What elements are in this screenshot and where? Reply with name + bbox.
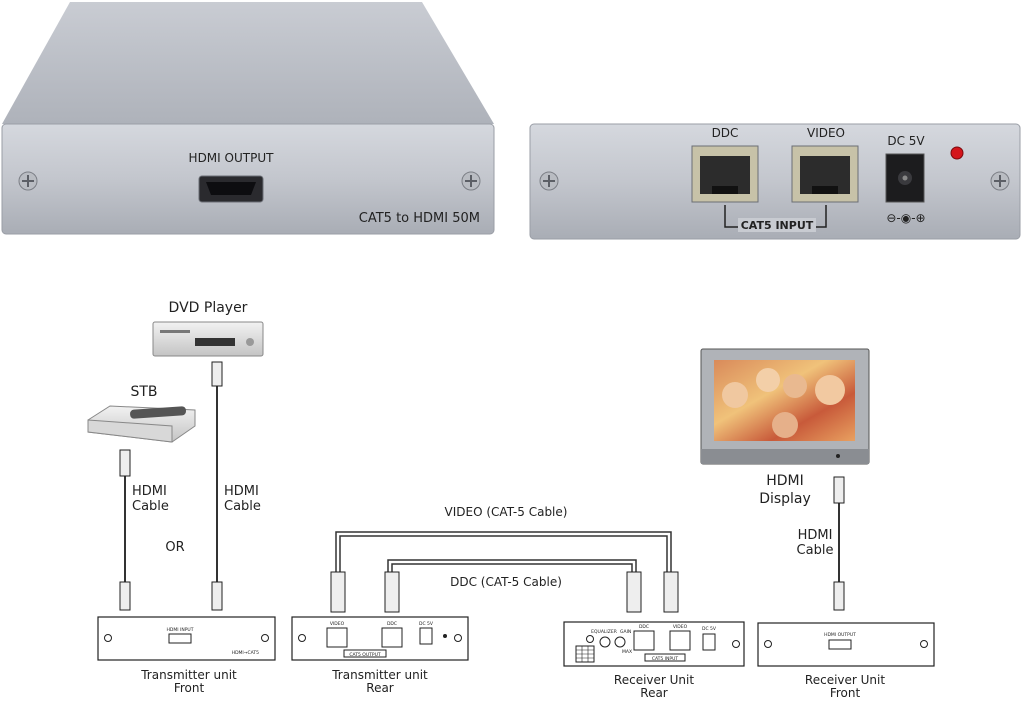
rj45-port-icon — [326, 627, 348, 648]
transmitter-front-outline: HDMI INPUT HDMI→CAT5 — [97, 616, 276, 661]
dvd-cable-label-line2: Cable — [224, 499, 261, 514]
rx-rear-dc-label: DC 5V — [702, 626, 717, 632]
tx-rear-caption-line1: Transmitter unit — [331, 668, 428, 682]
stb-icon — [87, 405, 196, 443]
rear-unit-face — [529, 123, 1021, 240]
or-label: OR — [165, 540, 184, 555]
screw-icon — [539, 171, 559, 191]
hdmi-cable-stb — [119, 449, 131, 611]
rj45-port-icon — [691, 145, 759, 203]
hdmi-port-icon — [828, 639, 852, 650]
dc-jack-icon — [885, 153, 925, 203]
rx-rear-max-label: MAX — [622, 649, 632, 655]
rx-rear-equalizer-label: EQUALIZER — [591, 629, 617, 635]
rx-rear-caption-line1: Receiver Unit — [614, 673, 694, 687]
front-brand-text: CAT5 to HDMI 50M — [359, 211, 480, 226]
display-cable-label-line1: HDMI — [798, 528, 833, 543]
ddc-cable-label: DDC (CAT-5 Cable) — [450, 575, 562, 589]
display-cable-label-line2: Cable — [797, 543, 834, 558]
tx-rear-output-label: CAT5 OUTPUT — [349, 652, 381, 658]
front-port-label: HDMI OUTPUT — [189, 151, 275, 165]
display-label-line1: HDMI — [766, 473, 804, 489]
stb-cable-label-line1: HDMI — [132, 484, 167, 499]
photo-rear-unit: DDC VIDEO DC 5V CAT5 INPUT ⊖-◉-⊕ — [529, 123, 1021, 240]
photo-front-unit: HDMI OUTPUT CAT5 to HDMI 50M — [1, 2, 495, 235]
rx-rear-gain-label: GAIN — [620, 629, 631, 635]
hdmi-display-icon — [700, 348, 870, 465]
polarity-symbol: ⊖-◉-⊕ — [886, 211, 925, 225]
hdmi-cable-dvd — [211, 361, 223, 611]
dvd-player-icon — [152, 321, 264, 357]
stb-cable-label-line2: Cable — [132, 499, 169, 514]
power-led-icon — [950, 146, 964, 160]
hdmi-cable-display — [833, 476, 845, 611]
receiver-front-outline: HDMI OUTPUT — [757, 622, 935, 667]
tx-front-port-label: HDMI INPUT — [167, 627, 194, 633]
rx-rear-input-label: CAT5 INPUT — [652, 656, 679, 662]
front-unit-top — [2, 2, 494, 124]
rx-rear-ddc-label: DDC — [639, 624, 649, 630]
tx-front-brand: HDMI→CAT5 — [232, 650, 259, 656]
stb-label: STB — [130, 384, 157, 400]
transmitter-rear-outline: VIDEO DDC DC 5V CAT5 OUTPUT — [291, 616, 469, 661]
dc-jack-icon — [419, 627, 433, 645]
rj45-port-icon — [633, 630, 655, 651]
receiver-rear-outline: EQUALIZER GAIN MAX DDC VIDEO DC 5V CAT5 … — [563, 621, 745, 667]
ddc-cat5-cable — [384, 559, 642, 613]
hdmi-port-icon — [168, 633, 192, 644]
tx-front-caption-line2: Front — [174, 681, 205, 695]
video-cable-label: VIDEO (CAT-5 Cable) — [445, 505, 568, 519]
dvd-cable-label-line1: HDMI — [224, 484, 259, 499]
dc-jack-icon — [702, 633, 716, 651]
video-cat5-cable — [330, 531, 679, 613]
rx-front-port-label: HDMI OUTPUT — [824, 632, 856, 638]
rx-front-caption-line1: Receiver Unit — [805, 673, 885, 687]
knob-icon — [614, 636, 626, 648]
rear-video-label: VIDEO — [807, 126, 845, 140]
screw-icon — [461, 171, 481, 191]
rx-rear-caption-line2: Rear — [640, 686, 668, 700]
dvd-player-label: DVD Player — [169, 300, 248, 316]
display-label-line2: Display — [759, 491, 811, 507]
rear-ddc-label: DDC — [712, 126, 739, 140]
tx-front-caption-line1: Transmitter unit — [140, 668, 237, 682]
knob-icon — [599, 636, 611, 648]
knob-icon — [586, 635, 594, 643]
rj45-port-icon — [669, 630, 691, 651]
rx-front-caption-line2: Front — [830, 686, 861, 700]
tx-rear-video-label: VIDEO — [330, 621, 345, 627]
cat5-input-label: CAT5 INPUT — [741, 219, 814, 232]
cat5-input-label-bg — [738, 218, 816, 232]
rj45-port-icon — [791, 145, 859, 203]
screw-icon — [990, 171, 1010, 191]
led-icon — [443, 634, 447, 638]
screw-icon — [18, 171, 38, 191]
rx-rear-video-label: VIDEO — [673, 624, 688, 630]
rj45-port-icon — [381, 627, 403, 648]
tx-rear-caption-line2: Rear — [366, 681, 394, 695]
rear-dc-label: DC 5V — [887, 134, 925, 148]
tx-rear-dc-label: DC 5V — [419, 621, 434, 627]
tx-rear-ddc-label: DDC — [387, 621, 397, 627]
hdmi-port-icon — [198, 175, 264, 203]
